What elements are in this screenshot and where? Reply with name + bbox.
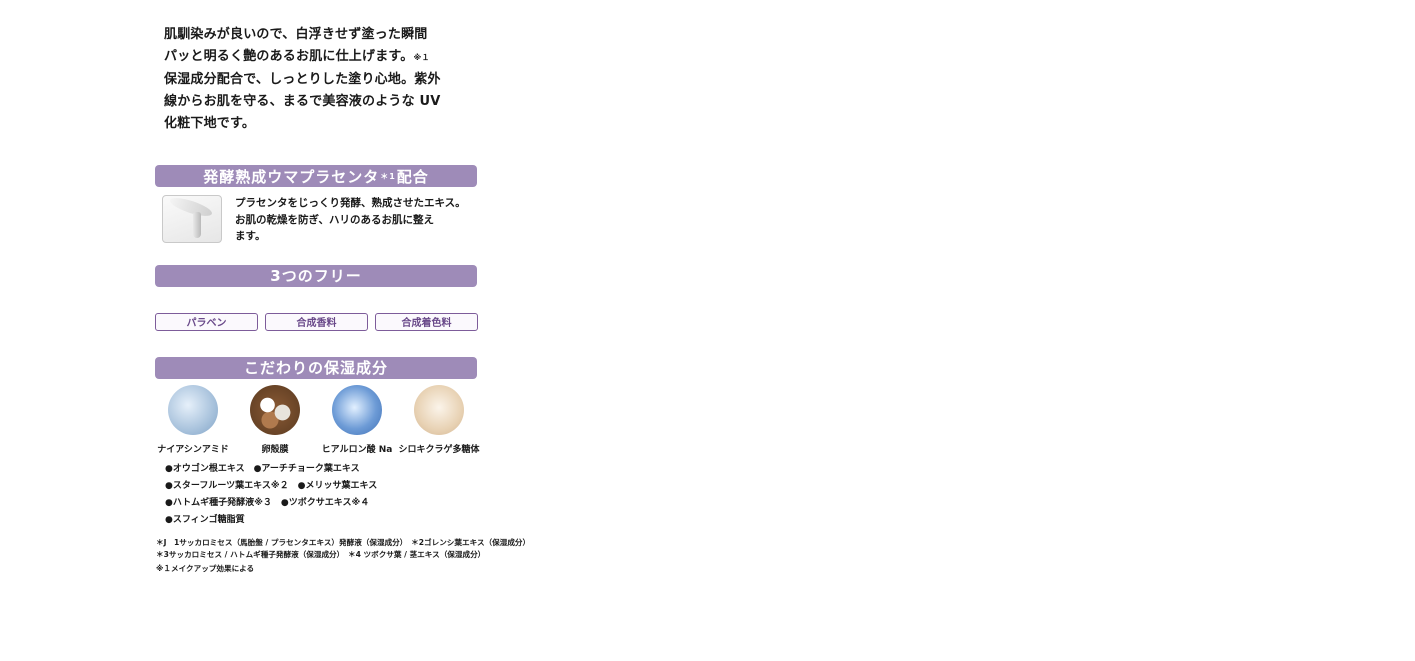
footnote-line: ＊J 1サッカロミセス（馬胎盤 / プラセンタエキス）発酵液（保湿成分） ＊2ゴ…	[156, 537, 531, 547]
extract-line: ●オウゴン根エキス ●アーチチョーク葉エキス	[165, 463, 360, 474]
extract-line: ●ハトムギ種子発酵液※３ ●ツボクサエキス※４	[165, 497, 370, 508]
footnote-line: ※１メイクアップ効果による	[156, 563, 255, 573]
intro-line: パッと明るく艶のあるお肌に仕上げます。※１	[164, 49, 430, 64]
serum-drop-icon	[162, 194, 222, 243]
free-tags: パラベン 合成香料 合成着色料	[155, 312, 512, 331]
footnote-line: ＊3サッカロミセス / ハトムギ種子発酵液（保湿成分） ＊4 ツボクサ葉 / 茎…	[156, 549, 486, 559]
placenta-line: ます。	[235, 230, 266, 242]
eggshell-membrane-image	[250, 384, 300, 435]
footnote-mark: ＊1	[380, 171, 396, 181]
free-heading: 3つのフリー	[155, 264, 477, 287]
intro-line: 肌馴染みが良いので、白浮きせず塗った瞬間	[164, 27, 428, 42]
hyaluronic-acid-image	[332, 384, 382, 435]
ingredient-label: ヒアルロン酸 Na	[321, 444, 393, 455]
intro-text: 肌馴染みが良いので、白浮きせず塗った瞬間 パッと明るく艶のあるお肌に仕上げます。…	[164, 24, 512, 135]
free-tag-colorant: 合成着色料	[375, 312, 478, 331]
ingredient-label: 卵殻膜	[261, 444, 289, 455]
extract-line: ●スフィンゴ糖脂質	[165, 514, 245, 525]
free-tag-fragrance: 合成香料	[265, 312, 368, 331]
placenta-block: プラセンタをじっくり発酵、熟成させたエキス。 お肌の乾燥を防ぎ、ハリのあるお肌に…	[162, 194, 512, 245]
product-description-panel: 肌馴染みが良いので、白浮きせず塗った瞬間 パッと明るく艶のあるお肌に仕上げます。…	[152, 24, 531, 575]
ingredient-item: ナイアシンアミド	[152, 384, 234, 455]
ingredient-item: シロキクラゲ多糖体	[398, 384, 480, 455]
intro-line: 保湿成分配合で、しっとりした塗り心地。紫外	[164, 72, 441, 87]
niacinamide-image	[168, 384, 218, 435]
ingredient-label: ナイアシンアミド	[157, 444, 229, 455]
intro-line: 化粧下地です。	[164, 116, 256, 131]
free-tag-paraben: パラベン	[155, 312, 258, 331]
moisture-heading: こだわりの保湿成分	[155, 356, 477, 379]
ingredient-gallery: ナイアシンアミド 卵殻膜 ヒアルロン酸 Na シロキクラゲ多糖体	[152, 384, 512, 455]
placenta-line: プラセンタをじっくり発酵、熟成させたエキス。	[235, 197, 466, 209]
footnotes: ＊J 1サッカロミセス（馬胎盤 / プラセンタエキス）発酵液（保湿成分） ＊2ゴ…	[156, 537, 531, 575]
placenta-description: プラセンタをじっくり発酵、熟成させたエキス。 お肌の乾燥を防ぎ、ハリのあるお肌に…	[235, 195, 466, 245]
extract-line: ●スターフルーツ葉エキス※２ ●メリッサ葉エキス	[165, 480, 378, 491]
intro-line: 線からお肌を守る、まるで美容液のような UV	[164, 94, 441, 109]
extract-list: ●オウゴン根エキス ●アーチチョーク葉エキス ●スターフルーツ葉エキス※２ ●メ…	[165, 461, 512, 529]
tremella-polysaccharide-image	[414, 384, 464, 435]
placenta-line: お肌の乾燥を防ぎ、ハリのあるお肌に整え	[235, 213, 434, 226]
ingredient-label: シロキクラゲ多糖体	[398, 444, 480, 455]
ingredient-item: 卵殻膜	[234, 384, 316, 455]
ingredient-item: ヒアルロン酸 Na	[316, 384, 398, 455]
footnote-mark: ※１	[413, 53, 430, 62]
